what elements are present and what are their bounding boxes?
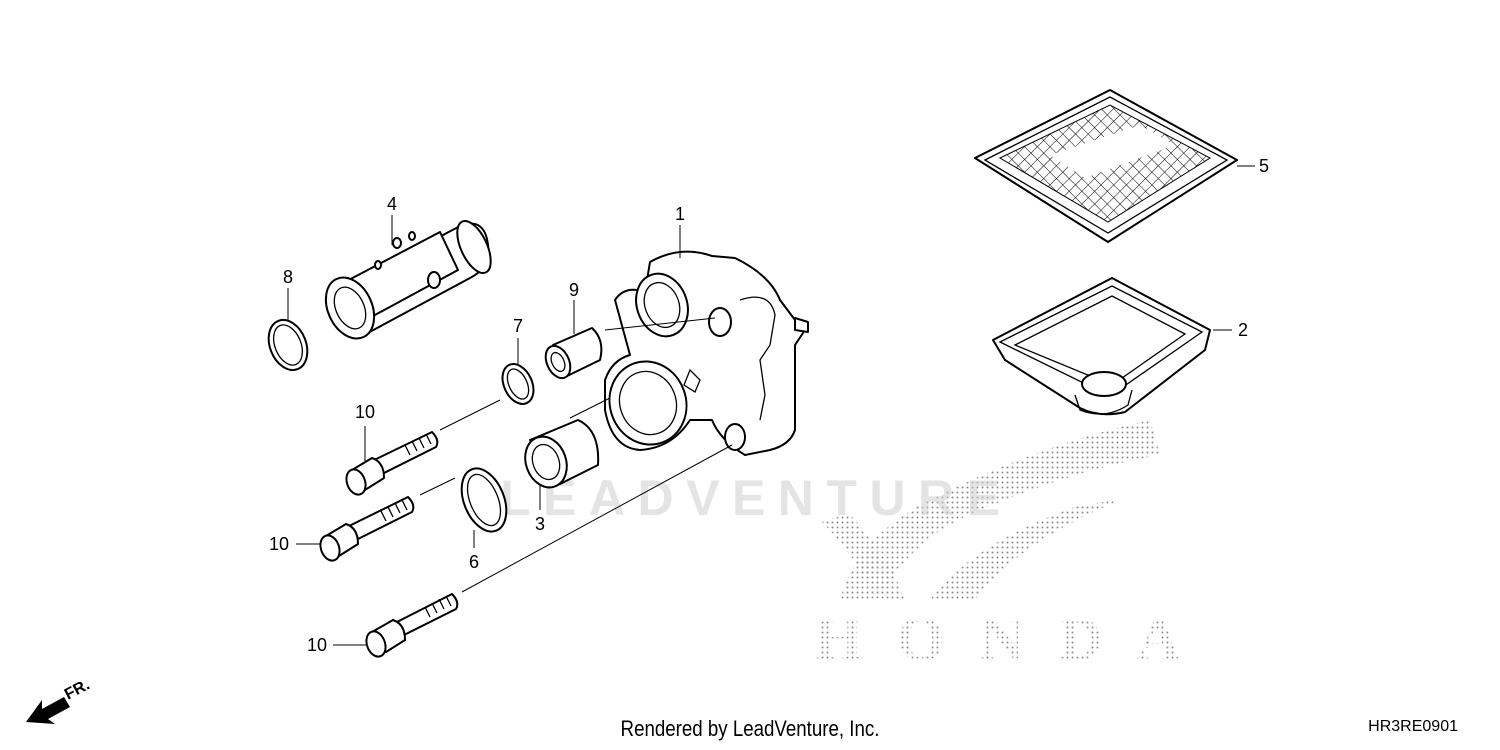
o-ring-8 <box>267 318 309 372</box>
collar-3 <box>524 419 600 489</box>
oil-strainer-5 <box>974 89 1238 243</box>
relief-valve-4 <box>324 220 492 340</box>
o-ring-7 <box>501 363 535 405</box>
callout-3: 3 <box>535 514 545 534</box>
callout-2: 2 <box>1238 320 1248 340</box>
honda-watermark-text: HONDA <box>815 606 1185 674</box>
diagram-code: HR3RE0901 <box>1368 718 1458 735</box>
callout-5: 5 <box>1259 156 1269 176</box>
front-direction-label: FR. <box>62 676 93 703</box>
strainer-housing-2 <box>992 277 1211 416</box>
bolt-10-b <box>319 496 415 562</box>
oil-pump-body-1 <box>604 250 809 456</box>
render-credit: Rendered by LeadVenture, Inc. <box>620 716 880 741</box>
bolt-10-a <box>345 431 439 496</box>
dowel-pin-9 <box>544 327 603 380</box>
callout-4: 4 <box>387 194 397 214</box>
bolt-10-c <box>365 593 459 658</box>
honda-wing-logo: HONDA <box>815 420 1185 674</box>
callout-10-b: 10 <box>269 534 289 554</box>
front-direction-arrow-icon: FR. <box>26 676 93 724</box>
o-ring-6 <box>460 467 508 533</box>
callout-7: 7 <box>513 316 523 336</box>
callout-10-c: 10 <box>307 635 327 655</box>
callout-9: 9 <box>569 280 579 300</box>
leader-lines <box>287 165 1255 646</box>
leadventure-watermark: LEADVENTURE <box>500 470 1000 526</box>
callout-6: 6 <box>469 552 479 572</box>
callout-10-a: 10 <box>355 402 375 422</box>
callout-8: 8 <box>283 267 293 287</box>
callout-1: 1 <box>675 204 685 224</box>
